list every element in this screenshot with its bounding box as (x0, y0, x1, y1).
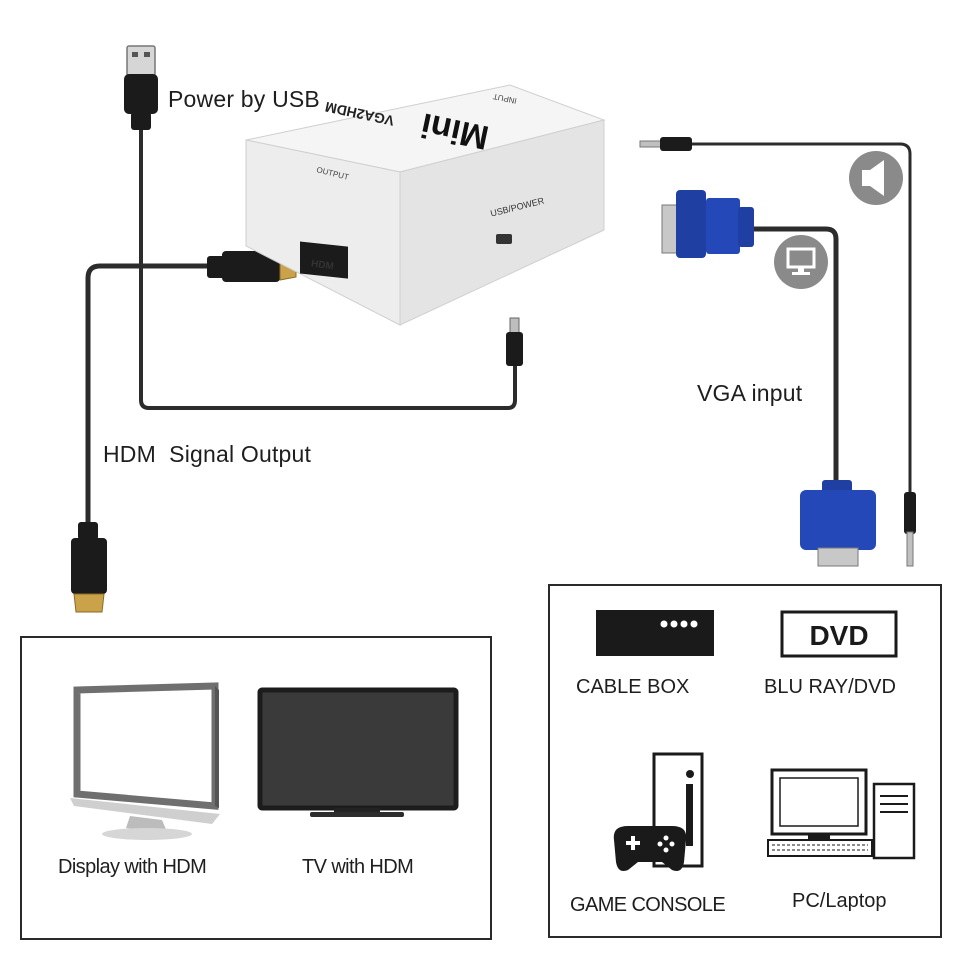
usb-power-cable (139, 128, 517, 410)
vga-input-label: VGA input (697, 380, 803, 406)
display-with-hdmi-label: Display with HDM (58, 856, 207, 878)
display-monitor-icon (70, 682, 220, 840)
monitor-icon (774, 235, 828, 289)
vga-connector-top-icon (661, 190, 754, 258)
micro-usb-plug-icon (506, 317, 523, 366)
tv-with-hdmi-label: TV with HDM (302, 856, 414, 878)
hdmi-output-cable (85, 263, 207, 530)
dvd-icon (780, 610, 898, 658)
dvd-badge-text: DVD (809, 620, 868, 651)
speaker-icon (849, 151, 903, 205)
output-devices-panel: Display with HDM TV with HDM (20, 636, 492, 940)
source-devices-panel: DVD CABLE BOX BLU RAY/D (548, 584, 942, 938)
usb-a-connector-icon (124, 45, 158, 130)
power-by-usb-label: Power by USB (168, 86, 320, 112)
audio-cable (690, 142, 912, 495)
hdmi-signal-output-label: HDM Signal Output (103, 441, 312, 467)
hdmi-plug-bottom-icon (71, 522, 107, 613)
blu-ray-dvd-label: BLU RAY/DVD (764, 676, 896, 698)
cable-box-label: CABLE BOX (576, 676, 690, 698)
pc-laptop-label: PC/Laptop (792, 890, 887, 912)
vga-cable (752, 226, 839, 480)
device-hdmi-port-text: HDM (310, 258, 334, 272)
game-console-label: GAME CONSOLE (570, 894, 726, 916)
pc-icon (767, 768, 916, 860)
audio-plug-top-icon (639, 137, 692, 151)
audio-plug-bottom-icon (904, 492, 916, 567)
converter-device (245, 84, 606, 326)
cable-box-icon (596, 610, 714, 656)
vga-connector-bottom-icon (800, 480, 876, 567)
tv-icon (257, 687, 459, 817)
game-console-icon (613, 752, 704, 871)
